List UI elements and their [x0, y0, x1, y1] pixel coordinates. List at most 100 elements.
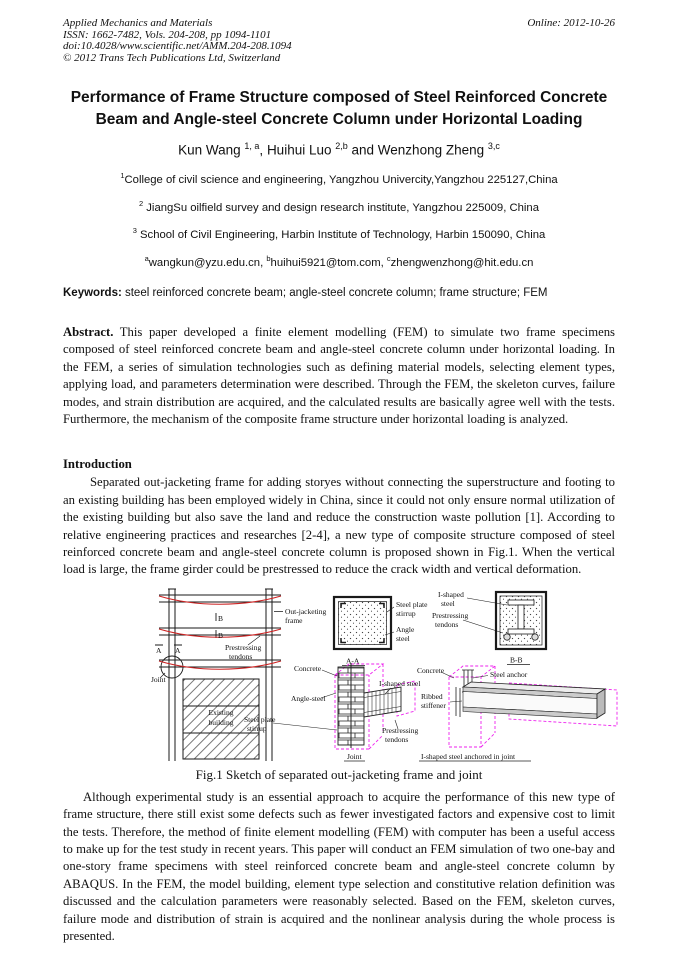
intro-paragraph-2: Although experimental study is an essent… [63, 789, 615, 944]
abstract-paragraph: Abstract. This paper developed a finite … [63, 324, 615, 428]
existing-building-block [182, 678, 260, 760]
joint-3d-steel [272, 662, 402, 762]
figure-1: Out-jacketing frame B B Prestressing ten… [63, 583, 618, 783]
title-line2: Beam and Angle-steel Concrete Column und… [95, 111, 583, 129]
ribbed-stiffener-plates [455, 686, 461, 717]
email-b: huihui5921@tom.com [270, 256, 381, 269]
label-frame-prestressing-2: tendons [229, 652, 252, 661]
label-joint-ishaped: I-shaped steel [379, 679, 420, 688]
label-joint-prestressing-1: Prestressing [382, 726, 418, 735]
joint-beam-stirrup-hatch [367, 688, 397, 716]
frame-leader-lines [159, 610, 283, 679]
email-a-sup: a [144, 254, 149, 264]
caption-aa: A-A [346, 656, 360, 665]
anchor-3d-steel [419, 669, 607, 762]
author-1-sup: 1, a [244, 141, 260, 152]
email-sep-1: , [260, 256, 267, 269]
label-joint-concrete: Concrete [294, 664, 322, 673]
author-sep-2: and [347, 142, 378, 158]
email-a: wangkun@yzu.edu.cn [148, 256, 261, 269]
title-line1: Performance of Frame Structure composed … [70, 89, 608, 107]
label-joint-prestressing-2: tendons [385, 735, 408, 744]
email-b-sup: b [266, 254, 271, 264]
affiliation-3-text: School of Civil Engineering, Harbin Inst… [136, 229, 546, 242]
label-section-b-2: B [218, 631, 223, 640]
affiliation-3: 3 School of Civil Engineering, Harbin In… [63, 225, 615, 241]
angle-steel-corner-marks [340, 602, 385, 644]
figure1-sketch: Out-jacketing frame B B Prestressing ten… [151, 588, 618, 762]
email-c: zhengwenzhong@hit.edu.cn [390, 256, 534, 269]
emails-line: awangkun@yzu.edu.cn, bhuihui5921@tom.com… [63, 253, 615, 269]
section-heading-introduction: Introduction [63, 457, 132, 472]
keywords-text: steel reinforced concrete beam; angle-st… [121, 286, 548, 299]
author-1: Kun Wang [178, 142, 241, 158]
figure-caption: Fig.1 Sketch of separated out-jacketing … [195, 766, 483, 782]
abstract-text: This paper developed a finite element mo… [63, 324, 615, 426]
author-2: Huihui Luo [266, 142, 332, 158]
label-anchor-concrete: Concrete [417, 666, 445, 675]
label-section-a-2: A [175, 646, 181, 655]
joint-beam [363, 686, 402, 718]
keywords-line: Keywords: steel reinforced concrete beam… [63, 287, 615, 299]
anchor-leader-lines [440, 671, 489, 703]
bb-ibeam-top-flange [507, 599, 535, 606]
caption-joint: Joint [347, 752, 363, 761]
label-bb-ishaped-2: steel [441, 599, 455, 608]
label-joint-steel-plate-2: stirrup [247, 724, 267, 733]
label-aa-steel-plate-2: stirrup [396, 609, 416, 618]
label-out-jacketing-2: frame [285, 616, 303, 625]
affiliation-1: 1College of civil science and engineerin… [63, 170, 615, 186]
label-aa-steel-plate-1: Steel plate [396, 600, 428, 609]
label-ribbed-2: stiffener [421, 701, 446, 710]
journal-copyright: © 2012 Trans Tech Publications Ltd, Swit… [63, 51, 281, 64]
label-joint-angle-steel: Angle-steel [291, 694, 326, 703]
author-3-sup: 3,c [487, 141, 500, 152]
label-joint-steel-plate-1: Steel plate [244, 715, 276, 724]
affiliation-3-sup: 3 [132, 226, 137, 236]
bb-ibeam-bottom-flange [507, 628, 535, 635]
aa-leader-lines [384, 606, 395, 636]
joint-leader-lines [272, 669, 399, 731]
frame-elevation [155, 588, 283, 761]
author-sep-1: , [259, 142, 267, 158]
label-aa-angle-2: steel [396, 634, 410, 643]
label-bb-prestressing-2: tendons [435, 620, 458, 629]
email-sep-2: , [380, 256, 387, 269]
label-existing-1: Existing [208, 708, 233, 717]
email-c-sup: c [386, 254, 391, 264]
label-aa-angle-1: Angle [396, 625, 415, 634]
affiliation-2-sup: 2 [138, 198, 144, 208]
section-aa-drawing [332, 595, 395, 666]
journal-doi: doi:10.4028/www.scientific.net/AMM.204-2… [63, 40, 292, 53]
label-bb-prestressing-1: Prestressing [432, 611, 468, 620]
existing-building-floors [183, 705, 259, 734]
label-out-jacketing-1: Out-jacketing [285, 607, 326, 616]
frame-beams [159, 594, 281, 668]
online-date: Online: 2012-10-26 [527, 17, 615, 29]
anchor-beam-end-face [596, 688, 606, 719]
joint-circle [160, 655, 184, 679]
author-2-sup: 2,b [335, 141, 348, 152]
paper-title: Performance of Frame Structure composed … [47, 87, 631, 131]
bb-tendon-duct-right [531, 633, 539, 641]
bb-ibeam-web [517, 604, 525, 630]
authors-line: Kun Wang 1, a, Huihui Luo 2,b and Wenzho… [63, 141, 615, 158]
keywords-label: Keywords: [63, 286, 122, 299]
label-bb-ishaped-1: I-shaped [438, 590, 464, 599]
author-3: Wenzhong Zheng [377, 142, 485, 158]
journal-issn: ISSN: 1662-7482, Vols. 204-208, pp 1094-… [63, 28, 272, 41]
caption-anchor: I-shaped steel anchored in joint [421, 752, 516, 761]
label-section-a-1: A [156, 646, 162, 655]
section-mark-lines [155, 612, 217, 646]
intro-paragraph-1: Separated out-jacketing frame for adding… [63, 475, 615, 577]
label-steel-anchor: Steel anchor [490, 670, 528, 679]
label-frame-prestressing-1: Prestressing [225, 643, 261, 652]
bb-leader-lines [462, 597, 508, 634]
label-frame-joint: Joint [151, 675, 167, 684]
frame-columns [168, 588, 273, 761]
section-bb-drawing [462, 590, 548, 665]
label-ribbed-1: Ribbed [421, 692, 443, 701]
bb-tendon-duct-left [503, 633, 511, 641]
affiliation-2-text: JiangSu oilfield survey and design resea… [143, 201, 540, 214]
